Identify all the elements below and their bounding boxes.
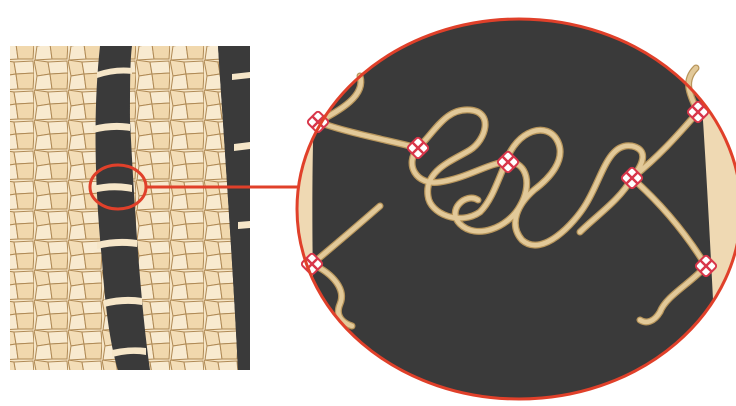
bridge <box>238 221 250 229</box>
zoom-fiber-left <box>280 20 318 400</box>
fiber-panel <box>10 46 250 370</box>
zoom-panel <box>280 19 736 400</box>
